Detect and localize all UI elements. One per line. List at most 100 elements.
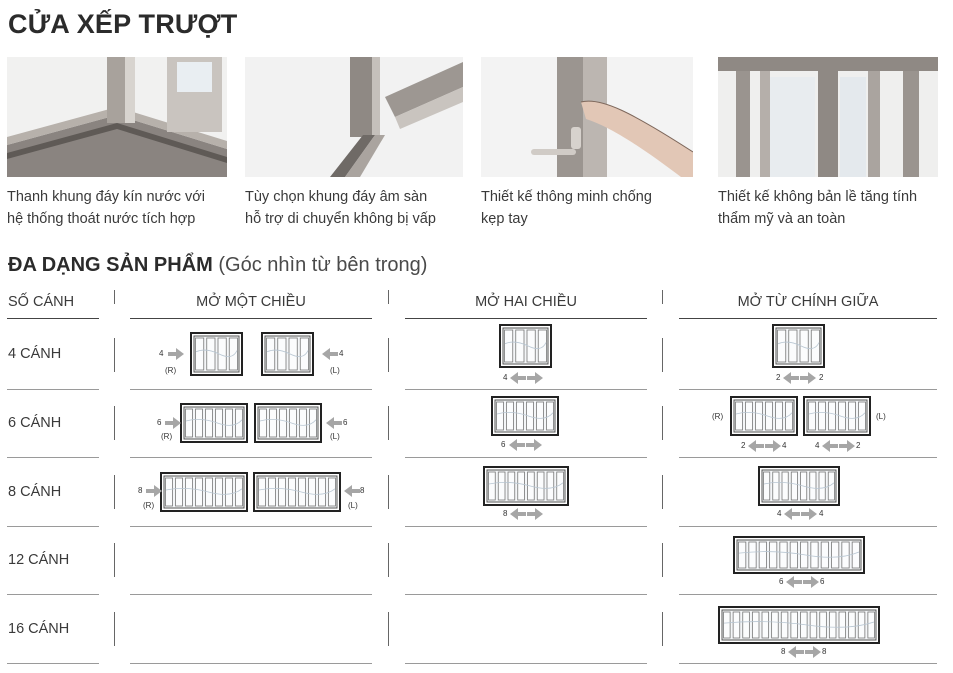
door-panel <box>556 471 564 501</box>
door-panel <box>165 477 173 507</box>
door-panel <box>517 471 525 501</box>
row-label-8: 8 CÁNH <box>8 484 62 500</box>
glass-reflection <box>777 341 820 349</box>
door-panel <box>738 541 747 569</box>
row-divider <box>405 389 647 390</box>
row-divider <box>130 457 372 458</box>
panel-count-label: 4 <box>782 441 787 450</box>
arrow-left-icon <box>784 508 800 520</box>
column-divider <box>114 543 115 577</box>
door-panel <box>217 337 227 371</box>
arrow-left-icon <box>748 440 764 452</box>
row-divider <box>405 594 647 595</box>
door-panel <box>195 408 203 438</box>
door-panel <box>828 611 837 639</box>
door-panel <box>278 477 286 507</box>
glass-reflection <box>738 551 860 558</box>
door-panel <box>838 401 846 431</box>
door-frame <box>718 606 880 644</box>
row-divider <box>130 526 372 527</box>
arrow-right-icon <box>527 508 543 520</box>
arrow-left-icon <box>322 348 338 360</box>
door-frame <box>733 536 865 574</box>
door-panel <box>537 329 547 363</box>
panel-count-label: 4 <box>339 349 344 358</box>
door-panel <box>175 477 183 507</box>
door-panel <box>763 471 771 501</box>
row-divider <box>7 389 99 390</box>
header-underline <box>679 318 937 319</box>
column-header-count: SỐ CÁNH <box>8 294 75 310</box>
arrow-right-icon <box>165 417 181 429</box>
door-frame <box>758 466 840 506</box>
panel-count-label: 4 <box>159 349 164 358</box>
glass-reflection <box>763 482 835 489</box>
door-panel <box>185 477 193 507</box>
door-panel <box>546 471 555 501</box>
column-header-one-way: MỞ MỘT CHIỀU <box>196 294 306 310</box>
column-divider <box>662 406 663 440</box>
door-panel <box>848 401 856 431</box>
arrow-right-icon <box>146 485 162 497</box>
door-panel <box>299 337 309 371</box>
row-divider <box>7 594 99 595</box>
header-underline <box>7 318 99 319</box>
door-panel <box>496 401 504 431</box>
side-label: (R) <box>161 432 173 441</box>
door-panel <box>526 401 534 431</box>
panel-count-label: 4 <box>815 441 820 450</box>
panel-count-label: 8 <box>503 509 508 518</box>
recessed-threshold-photo <box>245 57 463 177</box>
column-divider <box>388 543 389 577</box>
door-panel <box>772 471 780 501</box>
door-panel <box>809 471 817 501</box>
arrow-right-icon <box>527 372 543 384</box>
row-divider <box>679 663 937 664</box>
door-panel <box>507 471 516 501</box>
door-panel <box>742 611 750 639</box>
door-panel <box>195 337 205 371</box>
column-divider <box>388 338 389 372</box>
door-panel <box>818 401 826 431</box>
door-panel <box>818 471 826 501</box>
door-panel <box>748 541 757 569</box>
column-divider <box>114 612 115 646</box>
door-panel <box>506 401 514 431</box>
panel-count-label: 2 <box>776 373 781 382</box>
panel-count-label: 6 <box>820 577 825 586</box>
glass-reflection <box>504 341 547 349</box>
side-label: (R) <box>712 412 724 421</box>
arrow-left-icon <box>786 576 802 588</box>
door-panel <box>788 329 798 363</box>
door-panel <box>206 337 216 371</box>
arrow-left-icon <box>783 372 799 384</box>
door-panel <box>775 401 783 431</box>
column-divider <box>662 612 663 646</box>
door-frame <box>803 396 871 436</box>
side-label: (L) <box>330 366 340 375</box>
section-subtitle: ĐA DẠNG SẢN PHẨM (Góc nhìn từ bên trong) <box>8 254 428 276</box>
glass-reflection <box>496 412 554 419</box>
door-panel <box>848 611 856 639</box>
door-panel <box>790 471 798 501</box>
door-panel <box>761 611 770 639</box>
panel-count-label: 6 <box>779 577 784 586</box>
door-panel <box>820 541 829 569</box>
door-panel <box>735 401 743 431</box>
door-frame <box>254 403 322 443</box>
door-panel <box>755 401 763 431</box>
door-panel <box>779 541 788 569</box>
glass-reflection <box>258 488 336 495</box>
door-panel <box>195 477 203 507</box>
door-panel <box>867 611 875 639</box>
door-panel <box>851 541 860 569</box>
row-label-16: 16 CÁNH <box>8 621 70 637</box>
panel-count-label: 8 <box>360 486 365 495</box>
inner-frame <box>494 399 556 433</box>
glass-reflection <box>735 412 793 419</box>
page-title: CỬA XẾP TRƯỢT <box>8 9 238 39</box>
door-panel <box>269 408 277 438</box>
door-panel <box>308 477 316 507</box>
row-divider <box>405 457 647 458</box>
